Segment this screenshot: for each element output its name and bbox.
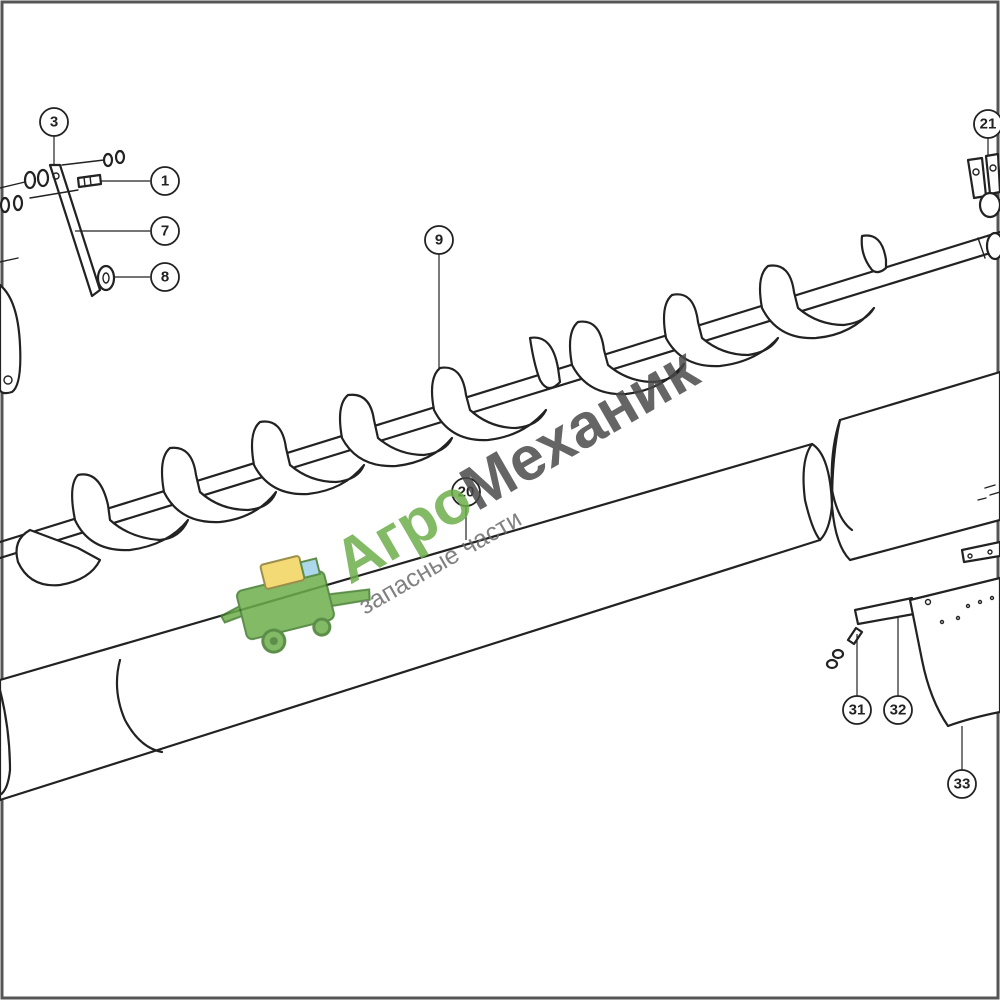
strap-hole (52, 172, 60, 180)
trough-right-section (830, 370, 1000, 562)
svg-text:7: 7 (161, 223, 169, 240)
svg-text:21: 21 (980, 116, 997, 133)
callout-20: 20 (451, 477, 481, 507)
svg-text:8: 8 (161, 269, 169, 286)
callout-32: 32 (883, 695, 913, 725)
callout-31: 31 (842, 695, 872, 725)
callout-3: 3 (39, 107, 69, 137)
bearing-plate-left (0, 283, 22, 395)
callout-1: 1 (150, 166, 180, 196)
deflector-assembly (825, 540, 1000, 728)
auger-flights (15, 234, 888, 587)
svg-text:3: 3 (50, 114, 58, 131)
left-bracket-assembly (0, 149, 126, 395)
svg-text:20: 20 (458, 484, 475, 501)
strip-part (853, 596, 916, 626)
callouts: 3 1 7 8 9 20 21 31 (39, 107, 1000, 799)
combine-harvester-icon (219, 555, 371, 654)
callout-21: 21 (973, 109, 1000, 139)
callout-7: 7 (150, 216, 180, 246)
svg-text:1: 1 (161, 173, 169, 190)
callout-33: 33 (947, 769, 977, 799)
svg-text:32: 32 (890, 702, 907, 719)
auger-assembly (0, 230, 1000, 587)
trough-assembly (0, 370, 1000, 802)
svg-text:9: 9 (435, 232, 443, 249)
svg-text:33: 33 (954, 776, 971, 793)
callout-9: 9 (424, 225, 454, 255)
auger-shaft-bottom (0, 248, 1000, 560)
right-bracket-assembly (966, 152, 1000, 219)
callout-8: 8 (150, 262, 180, 292)
deflector-plate (908, 576, 1000, 728)
svg-text:31: 31 (849, 702, 866, 719)
